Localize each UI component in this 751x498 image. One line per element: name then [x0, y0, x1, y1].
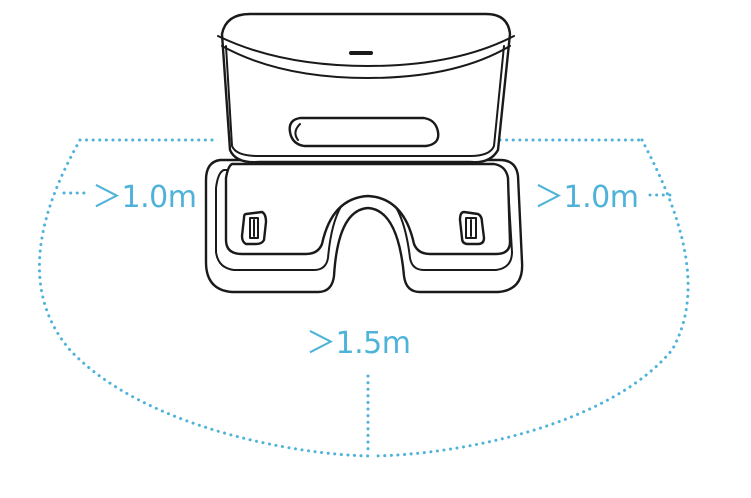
signal-window-highlight — [294, 123, 301, 141]
charging-contact-left — [240, 210, 268, 246]
charging-dock — [204, 12, 524, 294]
indicator-light — [349, 51, 373, 55]
dock-base-platform — [224, 162, 512, 256]
dock-panel-bevel-inner — [221, 45, 511, 79]
charging-contact-right — [458, 210, 486, 246]
clearance-boundary — [37, 138, 690, 458]
dock-panel-face — [225, 45, 505, 157]
clearance-label-front: ＞1.5m — [306, 326, 410, 361]
signal-window — [288, 116, 440, 148]
clearance-label-left: ＞1.0m — [92, 180, 196, 215]
clearance-label-right: ＞1.0m — [534, 180, 638, 215]
dock-panel-bevel — [217, 35, 515, 67]
